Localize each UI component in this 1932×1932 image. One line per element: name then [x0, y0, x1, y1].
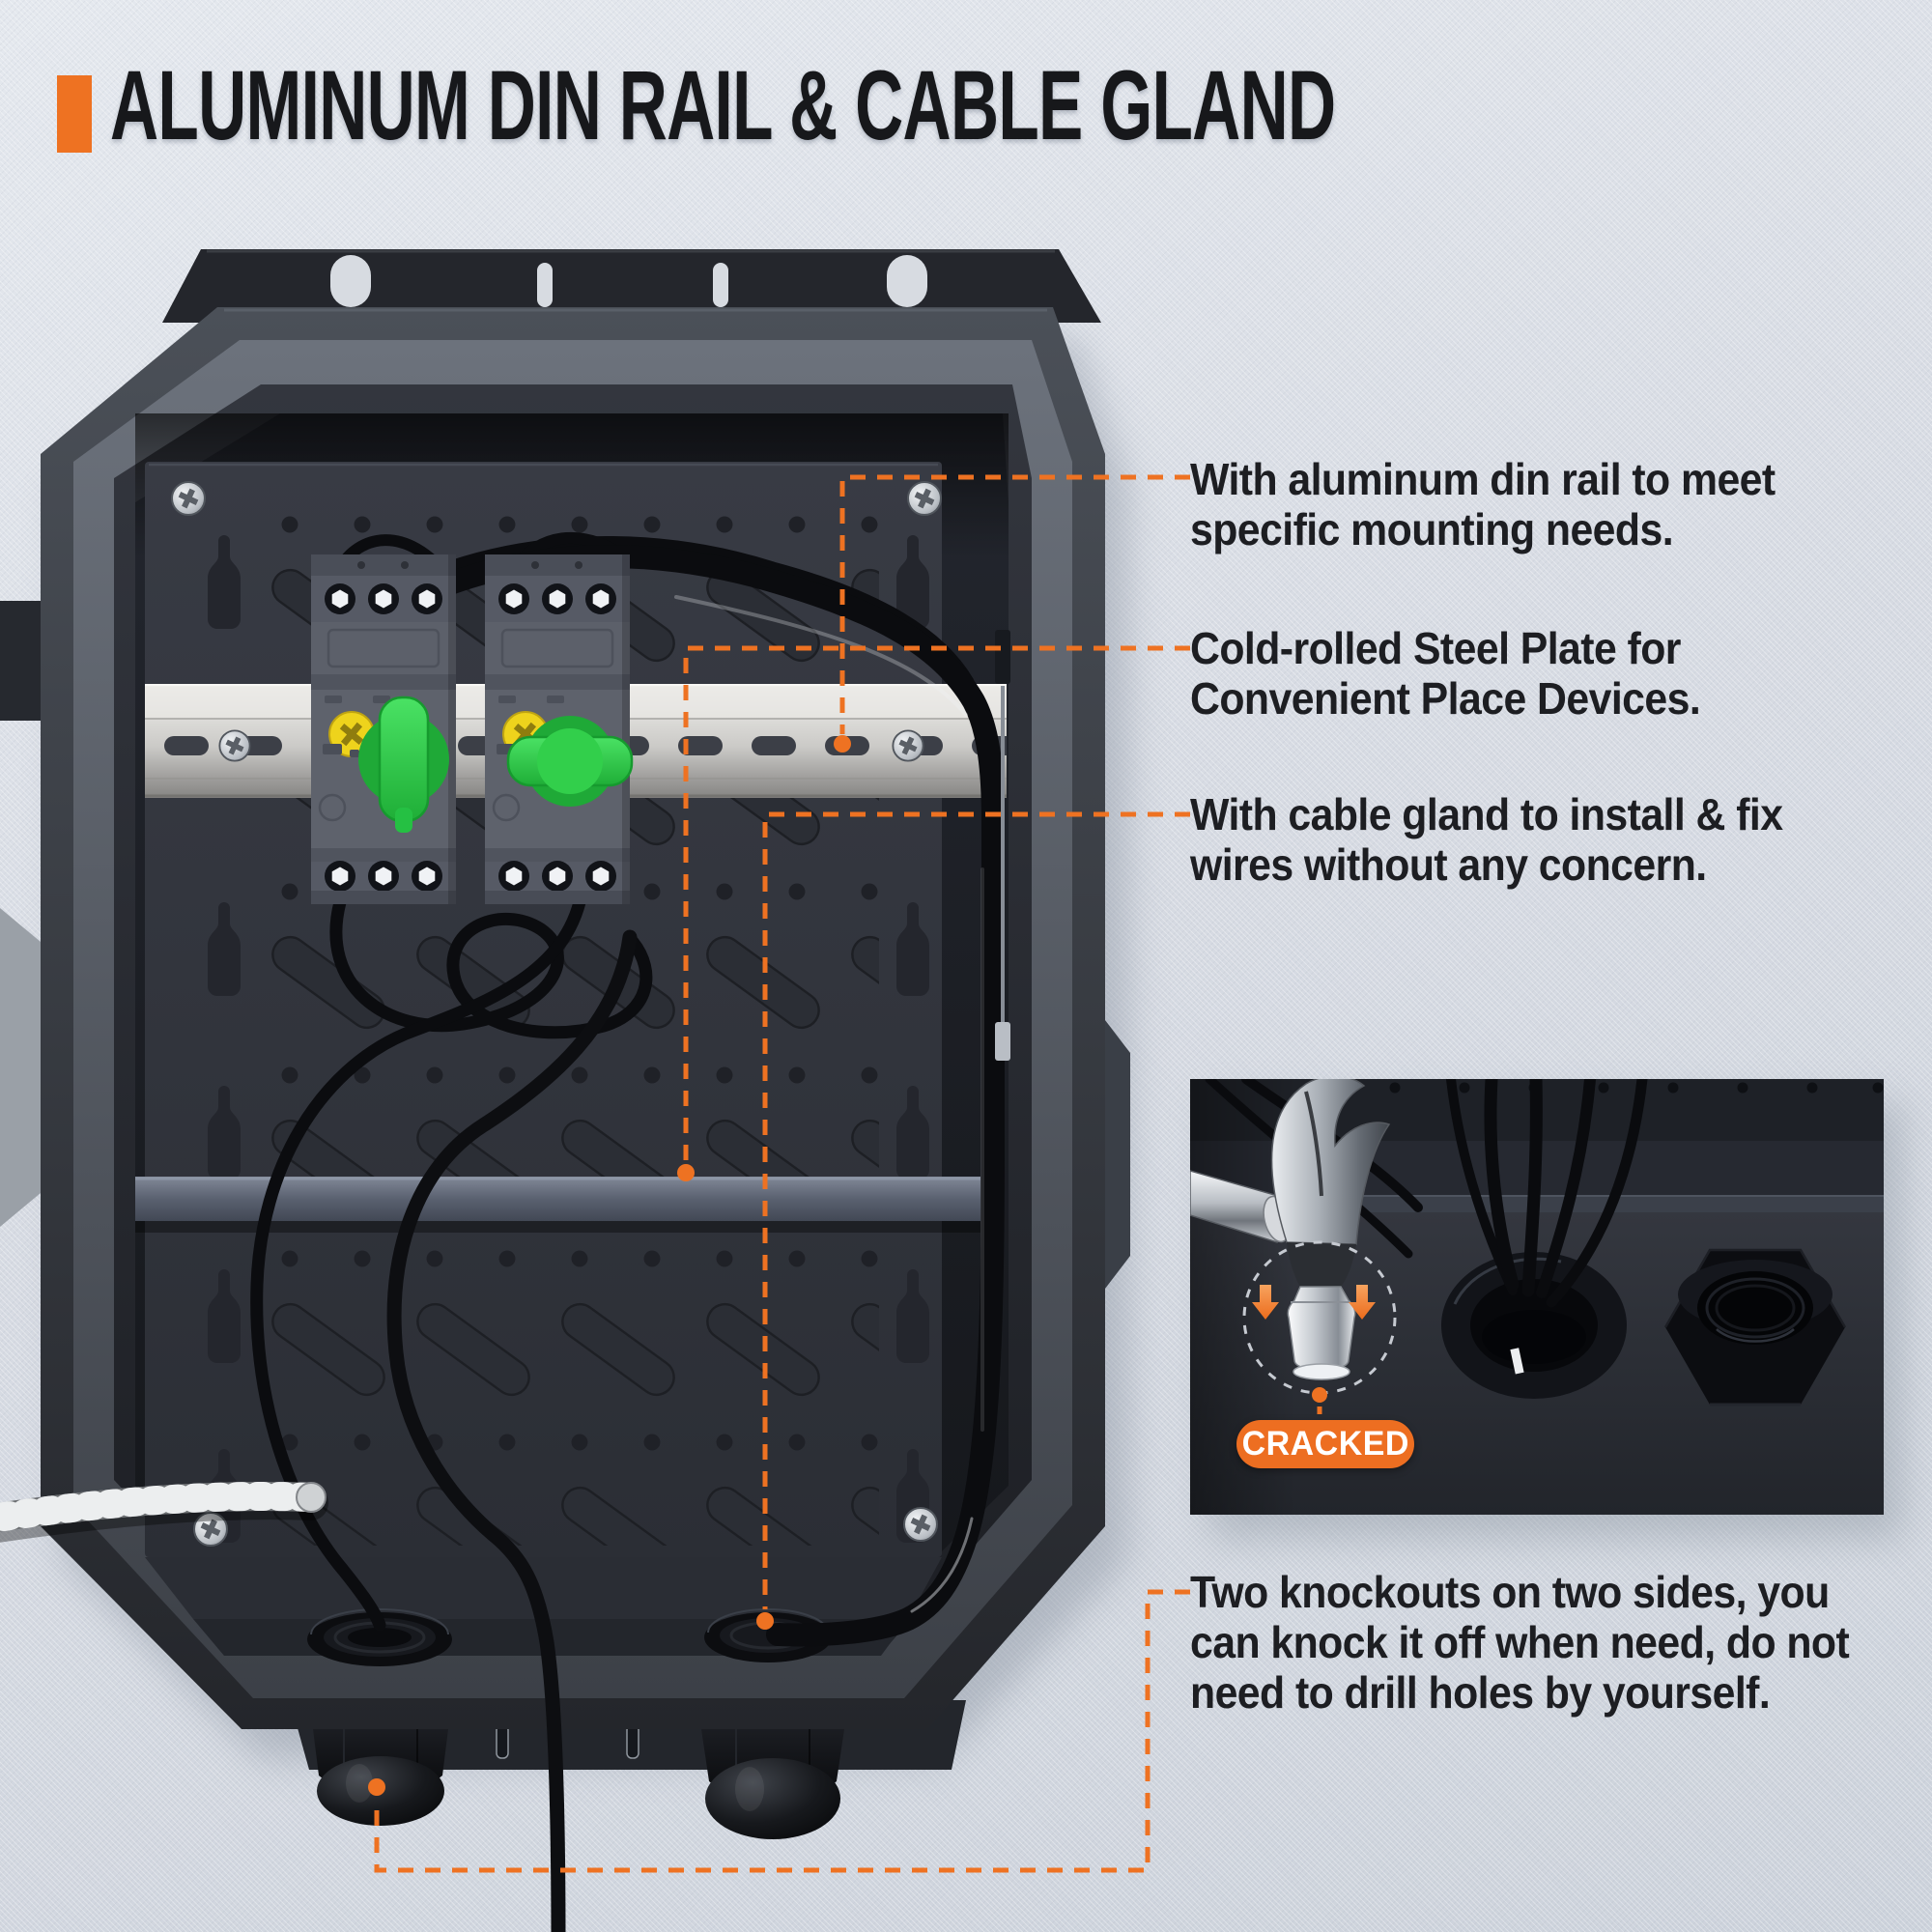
annotation-line: With aluminum din rail to meet [1190, 454, 1776, 504]
annotation-line: Two knockouts on two sides, you [1190, 1567, 1830, 1617]
right-hinge-tab [1105, 1020, 1130, 1289]
steel-braided-cable [0, 1481, 328, 1543]
plate-screw [903, 1507, 938, 1542]
annotation-line: Cold-rolled Steel Plate for [1190, 623, 1681, 673]
leader-line-steel-plate [683, 645, 1190, 1163]
cable-clip [995, 630, 1010, 1061]
keyhole-slot [887, 255, 927, 307]
annotation-line: With cable gland to install & fix [1190, 789, 1783, 839]
gland-locknut [1663, 1248, 1847, 1406]
cable-gland-right [701, 1729, 844, 1839]
grommet-inner-shade [1482, 1310, 1586, 1364]
circuit-breaker-1 [311, 554, 456, 904]
annotation-din-rail: With aluminum din rail to meet specific … [1190, 454, 1819, 554]
leader-dot-cable-gland [756, 1612, 774, 1630]
breaker-knob-horizontal [506, 716, 634, 807]
circuit-breaker-2 [485, 554, 634, 904]
annotation-line: Convenient Place Devices. [1190, 673, 1701, 724]
annotation-line: can knock it off when need, do not [1190, 1617, 1850, 1667]
cracked-badge: CRACKED [1236, 1420, 1414, 1468]
hammer-icon [1190, 1079, 1391, 1380]
hanging-cable [386, 929, 638, 1932]
leader-dot-din-rail [834, 735, 851, 753]
annotation-line: need to drill holes by yourself. [1190, 1667, 1771, 1718]
bottom-knockout-slot [496, 1724, 509, 1759]
page-title: ALUMINUM DIN RAIL & CABLE GLAND [110, 50, 1336, 160]
cracked-badge-label: CRACKED [1241, 1425, 1409, 1463]
annotation-cable-gland: With cable gland to install & fix wires … [1190, 789, 1828, 890]
mount-slot [713, 263, 728, 307]
leader-dot-steel-plate [677, 1164, 695, 1181]
cracked-connector [1312, 1387, 1327, 1420]
breaker-knob-vertical [358, 696, 449, 833]
left-hinge-tab [0, 601, 41, 721]
rail-screw [218, 729, 251, 762]
mount-slot [537, 263, 553, 307]
left-bracket [0, 908, 41, 1227]
keyhole-slot [330, 255, 371, 307]
knockout-collar-left [307, 1608, 452, 1666]
title-accent-bar [57, 75, 92, 153]
zip-tie [1510, 1348, 1524, 1375]
annotation-steel-plate: Cold-rolled Steel Plate for Convenient P… [1190, 623, 1739, 724]
annotation-line: specific mounting needs. [1190, 504, 1674, 554]
rail-screw [892, 729, 924, 762]
plate-screw [171, 481, 206, 516]
leader-line-cable-gland [762, 811, 1190, 1609]
leader-line-din-rail [839, 474, 1190, 734]
annotation-line: wires without any concern. [1190, 839, 1707, 890]
plate-screw [907, 481, 942, 516]
annotation-knockouts: Two knockouts on two sides, you can knoc… [1190, 1567, 1899, 1718]
leader-dot-knockouts [368, 1778, 385, 1796]
bottom-knockout-slot [626, 1724, 639, 1759]
leader-line-knockouts [374, 1589, 1190, 1873]
cable-gland-left [313, 1729, 448, 1826]
